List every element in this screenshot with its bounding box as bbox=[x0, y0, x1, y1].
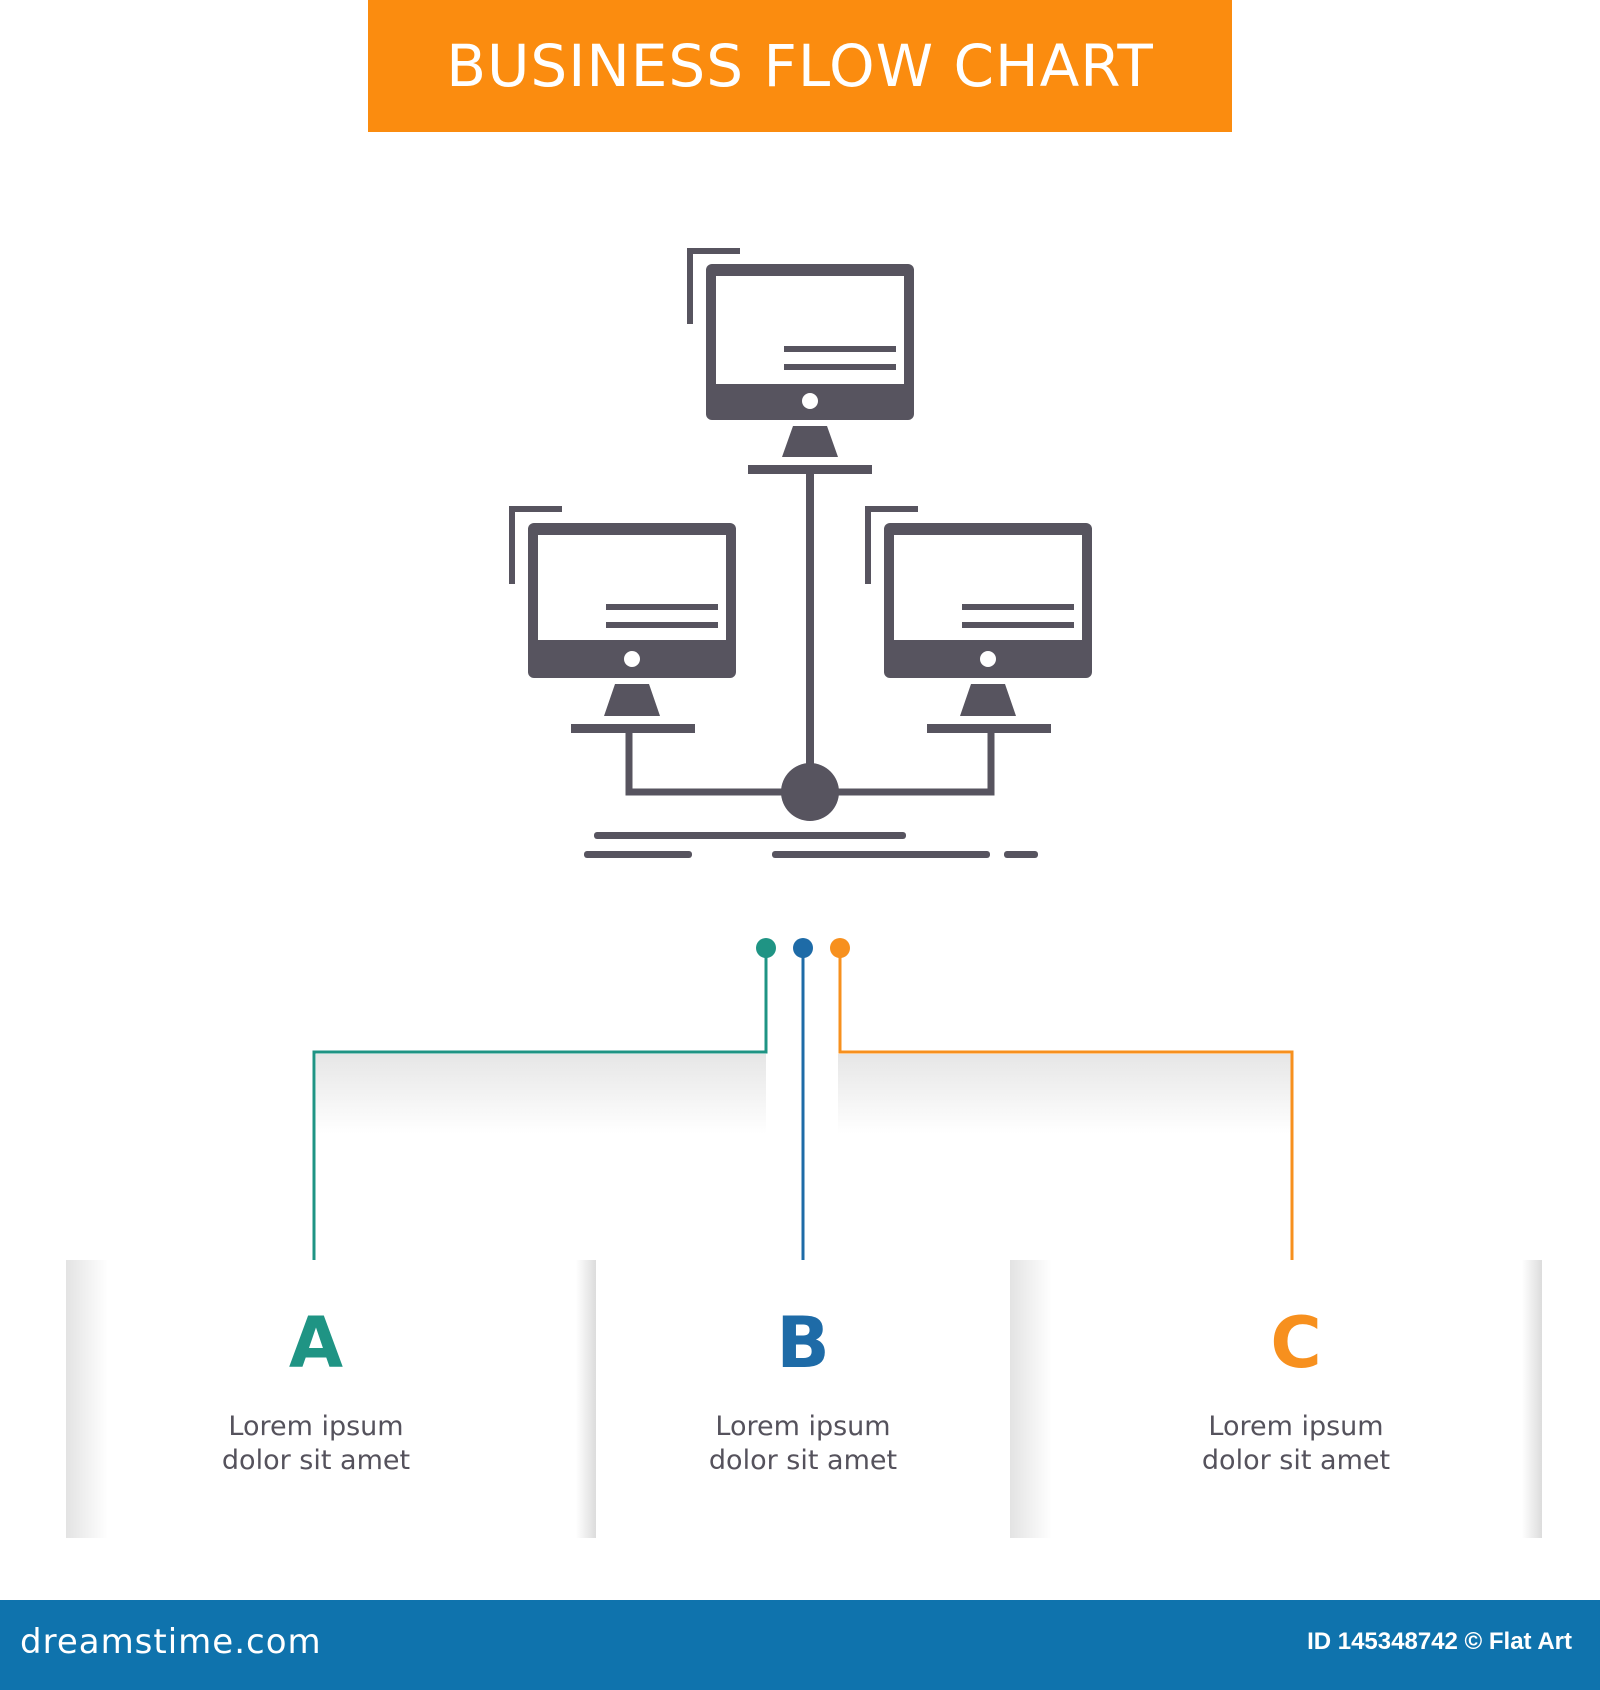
card-shadow bbox=[576, 1260, 596, 1538]
connector-shadow-left bbox=[316, 1054, 766, 1134]
option-text-line: Lorem ipsum bbox=[228, 1411, 404, 1442]
page-title: BUSINESS FLOW CHART bbox=[446, 32, 1154, 100]
connector-shadow-right bbox=[838, 1054, 1292, 1134]
footer-bar: dreamstime.com ID 145348742 © Flat Art bbox=[0, 1600, 1600, 1690]
card-shadow bbox=[66, 1260, 108, 1538]
monitor-left-icon bbox=[509, 506, 736, 733]
footer-image-id: ID 145348742 © Flat Art bbox=[1307, 1628, 1572, 1655]
footer-brand[interactable]: dreamstime.com bbox=[20, 1622, 322, 1662]
card-shadow bbox=[1010, 1260, 1052, 1538]
option-text-line: Lorem ipsum bbox=[1208, 1411, 1384, 1442]
option-text-b: Lorem ipsum dolor sit amet bbox=[596, 1410, 1010, 1478]
branch-b-connector bbox=[793, 938, 813, 1260]
option-card-c: C Lorem ipsum dolor sit amet bbox=[1010, 1260, 1542, 1538]
option-text-line: dolor sit amet bbox=[1201, 1445, 1391, 1476]
option-card-a: A Lorem ipsum dolor sit amet bbox=[66, 1260, 596, 1538]
option-text-c: Lorem ipsum dolor sit amet bbox=[1030, 1410, 1562, 1478]
title-banner: BUSINESS FLOW CHART bbox=[368, 0, 1232, 132]
option-text-line: Lorem ipsum bbox=[715, 1411, 891, 1442]
option-card-b: B Lorem ipsum dolor sit amet bbox=[596, 1260, 1010, 1538]
option-letter-b: B bbox=[776, 1302, 830, 1384]
monitor-right-icon bbox=[865, 506, 1092, 733]
option-letter-c: C bbox=[1270, 1302, 1322, 1384]
option-text-line: dolor sit amet bbox=[708, 1445, 898, 1476]
card-shadow bbox=[1522, 1260, 1542, 1538]
option-text-a: Lorem ipsum dolor sit amet bbox=[66, 1410, 566, 1478]
option-text-line: dolor sit amet bbox=[221, 1445, 411, 1476]
branch-c-connector bbox=[830, 938, 1294, 1275]
branch-a-connector bbox=[312, 938, 776, 1275]
computer-network-icon bbox=[509, 248, 1092, 858]
option-letter-a: A bbox=[288, 1302, 344, 1384]
monitor-top-icon bbox=[687, 248, 914, 474]
